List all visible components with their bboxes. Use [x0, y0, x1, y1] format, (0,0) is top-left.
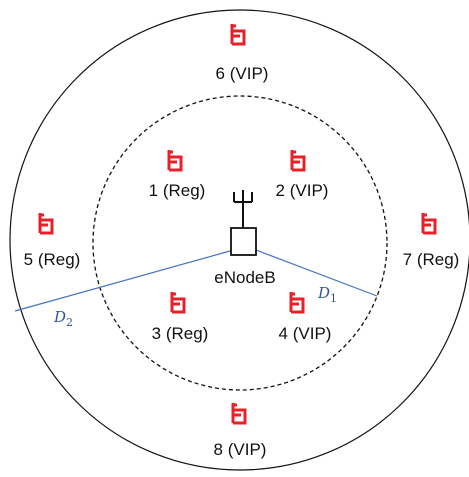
outer-cell-circle: [9, 9, 469, 471]
user-label: 7 (Reg): [403, 250, 460, 269]
user-label: 1 (Reg): [149, 181, 206, 200]
distance-d2-subscript: 2: [66, 316, 73, 329]
phone-icon: [170, 292, 186, 314]
distance-label-d2: D2: [53, 308, 73, 329]
distance-line-d1: [255, 249, 378, 297]
user-label: 8 (VIP): [214, 440, 267, 459]
phone-icon: [167, 150, 183, 172]
phone-icon: [231, 403, 247, 425]
phone-icon: [421, 213, 437, 235]
user-label: 3 (Reg): [152, 324, 209, 343]
user-3: 3 (Reg): [152, 292, 209, 343]
user-7: 7 (Reg): [403, 213, 460, 269]
user-label: 4 (VIP): [279, 324, 332, 343]
user-4: 4 (VIP): [279, 292, 332, 343]
phone-icon: [289, 292, 305, 314]
phone-icon: [38, 213, 54, 235]
user-label: 6 (VIP): [216, 64, 269, 83]
distance-d2-symbol: D: [53, 308, 66, 326]
distance-d1-subscript: 1: [330, 292, 337, 305]
enodeb-label: eNodeB: [214, 268, 275, 287]
enodeb-icon: [230, 190, 257, 256]
inner-cell-circle: [92, 95, 388, 391]
phone-icon: [230, 24, 246, 46]
distance-label-d1: D1: [317, 284, 337, 305]
user-5: 5 (Reg): [24, 213, 81, 269]
user-label: 2 (VIP): [276, 181, 329, 200]
user-8: 8 (VIP): [214, 403, 267, 459]
phone-icon: [290, 150, 306, 172]
distance-line-d2: [14, 250, 231, 312]
user-2: 2 (VIP): [276, 150, 329, 200]
distance-d1-symbol: D: [317, 284, 330, 302]
user-label: 5 (Reg): [24, 250, 81, 269]
user-1: 1 (Reg): [149, 150, 206, 200]
user-6: 6 (VIP): [216, 24, 269, 83]
